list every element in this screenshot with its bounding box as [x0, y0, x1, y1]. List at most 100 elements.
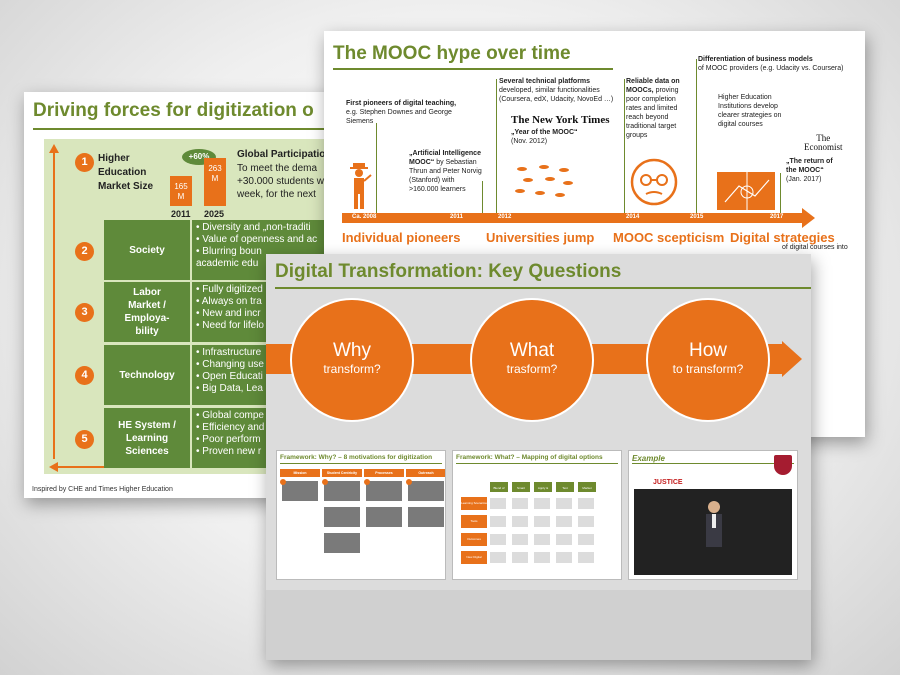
grid-tab: Blend of Uses [489, 481, 509, 502]
question-subtitle: transform? [323, 362, 381, 376]
column-header: Processes [364, 469, 404, 477]
question-title: What [509, 340, 555, 361]
row-label-labor-market: Labor Market / Employa-bility [104, 282, 190, 342]
timeline-note: Reliable data on MOOCs, proving poor com… [626, 78, 680, 139]
grid-row-label: Outcomes [461, 533, 487, 546]
gp-line: +30.000 students w [237, 176, 325, 187]
process-arrow-icon [782, 341, 802, 377]
timeline-tick: 2011 [450, 214, 464, 220]
motivation-card [324, 481, 360, 501]
timeline-tick: 2017 [770, 214, 784, 220]
card-number-icon [322, 479, 328, 485]
bullet: • Global compe [196, 410, 264, 421]
grid-cell [555, 515, 573, 528]
bullet: • Need for lifelo [196, 320, 264, 331]
question-circle-what[interactable]: What trasform? [470, 298, 594, 422]
bullet: • Poor perform [196, 434, 261, 445]
title-divider [33, 128, 344, 130]
timeline-marker [624, 79, 625, 213]
grid-cell [555, 497, 573, 510]
grid-cell [577, 551, 595, 564]
global-participation-title: Global Participatio [237, 149, 326, 160]
bullet: • Value of openness and ac [196, 234, 318, 245]
grid-tab: Market [577, 481, 597, 493]
grid-cell [577, 515, 595, 528]
bullet: • Infrastructure [196, 347, 262, 358]
lecturer-figure-icon [706, 501, 722, 547]
motivation-card [408, 507, 444, 527]
bullet: • Changing use [196, 359, 264, 370]
thumbnail-what-framework[interactable]: Framework: What? – Mapping of digital op… [452, 450, 622, 580]
column-header: Mission [280, 469, 320, 477]
grid-row-label: Tools [461, 515, 487, 528]
motivation-card [408, 481, 444, 501]
grid-cell [577, 497, 595, 510]
question-subtitle: trasform? [506, 362, 558, 376]
timeline-note: Several technical platforms developed, s… [499, 78, 614, 103]
thumbnail-divider [632, 463, 794, 464]
nyt-logo: The New York Times [511, 114, 610, 126]
phase-label: MOOC scepticism [613, 230, 725, 245]
bullet: • Always on tra [196, 296, 262, 307]
step-number: 2 [75, 242, 94, 261]
motivation-card [366, 507, 402, 527]
left-arrow-icon [49, 462, 58, 472]
grid-cell [511, 533, 529, 546]
bar-2025: 263 M [204, 158, 226, 206]
question-circle-why[interactable]: Why transform? [290, 298, 414, 422]
grid-cell [555, 533, 573, 546]
grid-tab: Text [555, 481, 575, 493]
timeline-note: „Year of the MOOC“ (Nov. 2012) [511, 129, 578, 145]
vertical-arrow [53, 149, 55, 459]
bar-2011: 165 M [170, 176, 192, 206]
step-number: 4 [75, 366, 94, 385]
slide-footer-area [266, 590, 811, 660]
row-label-he-system: HE System / Learning Sciences [104, 408, 190, 468]
grid-tab: Apply & Flexible [533, 481, 553, 502]
course-logo: JUSTICE [653, 479, 683, 486]
question-circle-how[interactable]: How to transform? [646, 298, 770, 422]
thumbnail-why-framework[interactable]: Framework: Why? – 8 motivations for digi… [276, 450, 446, 580]
thumbnail-title: Example [632, 454, 665, 463]
grid-cell [489, 497, 507, 510]
column-header: Student Centricity [322, 469, 362, 477]
motivation-card [324, 507, 360, 527]
up-arrow-icon [49, 144, 59, 153]
step-number: 5 [75, 430, 94, 449]
year-label: 2011 [171, 209, 191, 219]
fish-school-icon [515, 165, 573, 197]
bullet: • Open Educati [196, 371, 263, 382]
grid-cell [489, 515, 507, 528]
bullet: • Blurring boun [196, 246, 262, 257]
card-number-icon [364, 479, 370, 485]
timeline-marker [482, 181, 483, 213]
grid-cell [577, 533, 595, 546]
pioneer-figure-icon [350, 163, 372, 209]
question-title: How [688, 340, 727, 361]
grid-cell [533, 515, 551, 528]
timeline-marker [696, 59, 697, 213]
bullet: • New and incr [196, 308, 261, 319]
slide-footer: Inspired by CHE and Times Higher Educati… [32, 486, 173, 493]
timeline-note: Differentiation of business models of MO… [698, 56, 844, 72]
slide-digital-transformation[interactable]: Digital Transformation: Key Questions Wh… [266, 254, 811, 660]
row-label-society: Society [104, 220, 190, 280]
grid-cell [533, 533, 551, 546]
year-label: 2025 [204, 209, 225, 219]
step-number: 1 [75, 153, 94, 172]
motivation-card [366, 481, 402, 501]
horizontal-arrow [56, 466, 116, 468]
thumbnail-title: Framework: Why? – 8 motivations for digi… [280, 454, 433, 461]
timeline-tick: 2014 [626, 214, 640, 220]
phase-label: Universities jump [486, 230, 595, 245]
thumbnail-example[interactable]: Example JUSTICE [628, 450, 798, 580]
timeline-note: Higher Education Institutions develop cl… [718, 94, 782, 128]
grid-cell [511, 497, 529, 510]
title-divider [275, 287, 811, 289]
grid-cell [533, 497, 551, 510]
slide-title: Driving forces for digitization o [33, 100, 314, 121]
thumbnail-divider [456, 463, 618, 464]
gp-line: week, for the next [237, 189, 316, 200]
motivation-card [282, 481, 318, 501]
grid-cell [533, 551, 551, 564]
